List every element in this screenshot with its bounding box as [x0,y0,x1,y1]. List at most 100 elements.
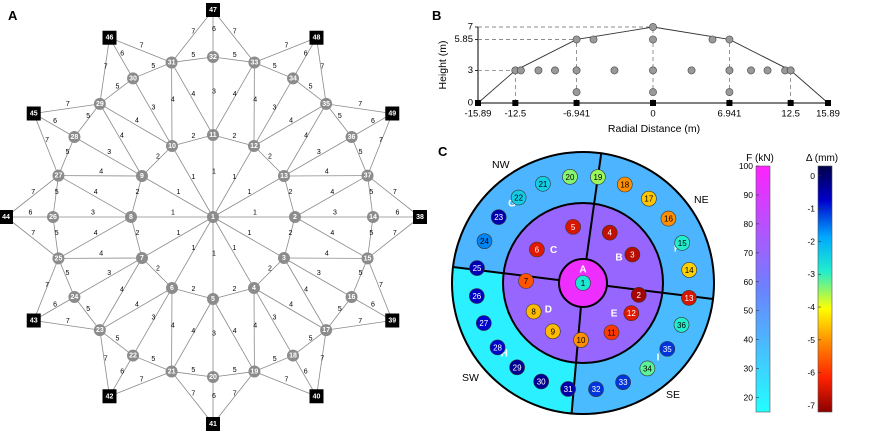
net-node-label: 35 [322,101,330,108]
edge-label: 4 [171,97,175,104]
sector-letter: B [615,252,622,263]
net-edge [212,216,255,289]
net-edge [33,320,100,331]
edge-label: 4 [94,189,98,196]
map-node [573,332,589,348]
edge-label: 3 [107,270,111,277]
net-node [165,56,178,69]
edge-label: 6 [29,210,33,217]
edge-label: 7 [393,189,397,196]
map-node-label: 4 [608,229,613,238]
edge-label: 4 [325,168,329,175]
net-node-label: 33 [251,59,259,66]
anchor-node [309,389,324,404]
sector-letter: E [611,309,618,320]
edge-label: 3 [212,331,216,338]
net-edge [171,287,214,300]
net-edge [99,78,134,105]
net-edge [171,145,214,218]
edge-label: 1 [233,245,237,252]
edge-label: 1 [192,245,196,252]
net-edge [141,257,173,289]
edge-label: 2 [136,230,140,237]
profile-point [534,66,543,75]
net-edge [326,320,393,331]
net-node [52,169,65,182]
edge-label: 5 [233,367,237,374]
colorbars: F (kN) Δ (mm) 10090807060504030200-1-2-3… [739,153,838,413]
x-tick-label: 6.941 [718,109,742,120]
net-node-label: 3 [282,255,286,262]
net-edge [212,287,255,300]
net-edge [283,103,327,177]
edge-label: 4 [253,97,257,104]
net-edge [171,56,214,63]
net-edge [316,37,327,104]
edge-label: 7 [45,282,49,289]
force-tick-label: 70 [744,248,754,258]
x-tick-label: -15.89 [465,109,492,120]
net-edge [33,113,59,176]
edge-label: 5 [338,113,342,120]
net-node [289,211,301,223]
map-node [533,373,549,390]
x-tick-label: 0 [650,109,655,120]
edge-label: 5 [191,367,195,374]
edge-label: 5 [309,335,313,342]
x-tick-label: 12.5 [781,109,800,120]
anchor-node-label: 45 [30,111,38,118]
map-node-label: 8 [531,308,536,317]
edge-label: 3 [107,149,111,156]
net-edge [212,145,255,218]
map-node-label: 11 [607,328,616,337]
anchor-node [102,30,117,45]
net-edge [171,62,214,136]
map-node-label: 22 [514,194,523,203]
sector-letter: C [550,245,557,256]
edge-label: 7 [104,63,108,70]
edge-label: 3 [152,105,156,112]
deflection-colorbar-title: Δ (mm) [806,153,838,164]
net-edge [212,134,255,147]
net-edge [58,258,75,298]
net-node [125,211,137,223]
net-edge [212,216,285,259]
net-edge [5,216,59,259]
net-node-label: 21 [168,369,176,376]
net-node-label: 16 [348,294,356,301]
deflection-tick-label: -6 [807,368,815,378]
edge-label: 4 [233,91,237,98]
net-edge [74,136,143,177]
net-node [68,291,81,303]
edge-label: 2 [156,153,160,160]
profile-point [589,35,598,44]
map-node [615,374,631,391]
profile-point [649,88,657,97]
net-edge [171,371,214,378]
map-node-label: 21 [538,180,547,189]
net-edge [253,145,285,177]
map-node-label: 36 [677,321,686,330]
direction-sw: SW [462,372,479,384]
map-node [565,219,581,235]
net-node-label: 17 [322,327,330,334]
net-edge [99,37,110,104]
net-node-label: 26 [49,214,57,221]
map-node [617,176,633,193]
deflection-tick-label: -7 [807,400,815,410]
net-edge [109,371,172,397]
net-edge [132,287,173,356]
net-edge [74,103,101,138]
edge-label: 4 [135,117,139,124]
net-edge [171,298,214,372]
net-edge [283,216,296,259]
map-node-label: 18 [620,181,629,190]
net-node [93,97,106,110]
map-node-label: 14 [685,266,694,275]
net-edge [253,257,285,289]
force-tick-label: 50 [744,306,754,316]
profile-point [572,35,581,44]
net-node [287,72,299,85]
edge-label: 7 [191,29,195,36]
net-node-label: 30 [129,75,137,82]
